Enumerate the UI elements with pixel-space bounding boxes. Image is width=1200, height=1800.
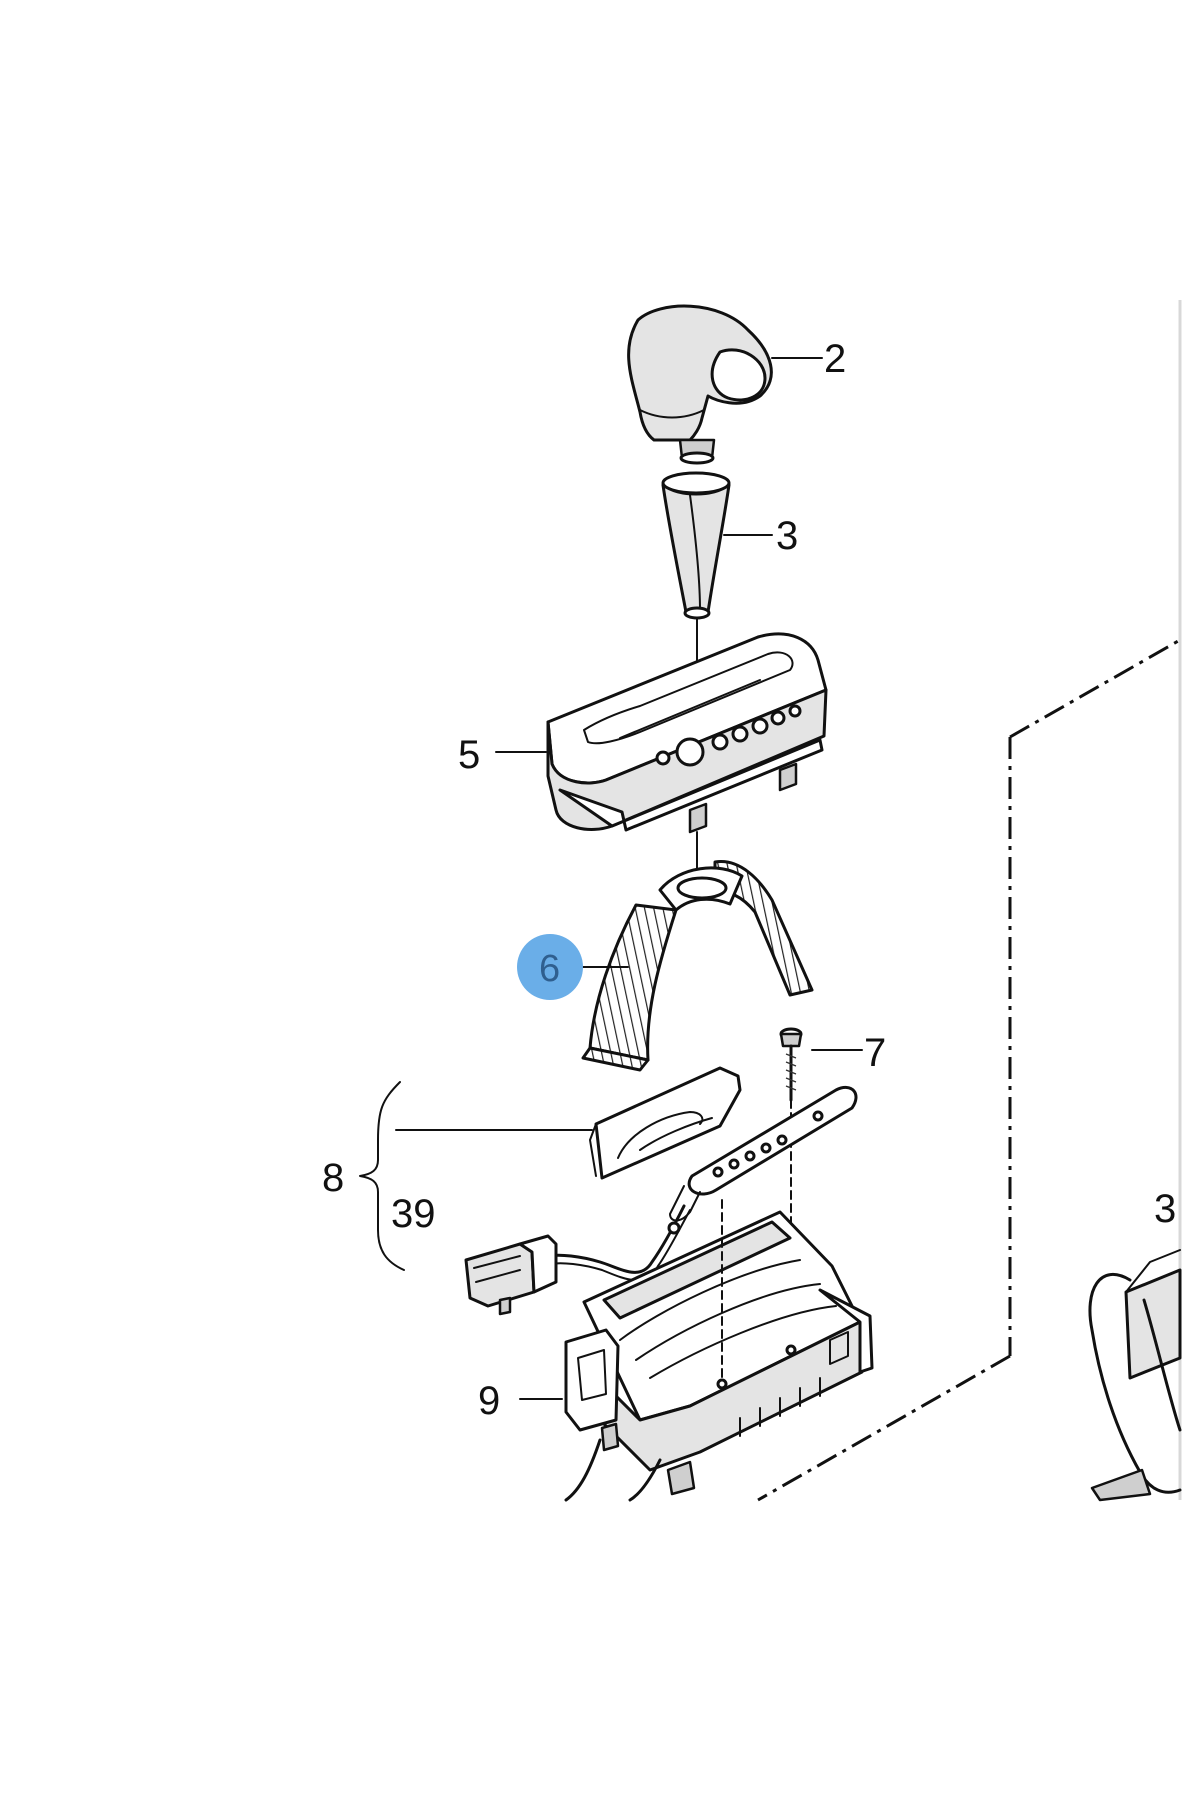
- selector-base: [564, 1199, 874, 1502]
- callout-8[interactable]: 8: [322, 1156, 344, 1200]
- gear-indicator-cover: [546, 632, 828, 886]
- console-outline: [757, 638, 1181, 1502]
- callout-39[interactable]: 39: [391, 1192, 436, 1236]
- callout-5[interactable]: 5: [458, 733, 480, 777]
- wiring-connector: [464, 1234, 558, 1316]
- shift-knob: [627, 304, 773, 465]
- callout-3-right[interactable]: 3: [1154, 1187, 1176, 1231]
- group-brace: [359, 1081, 405, 1271]
- callout-6-highlight[interactable]: 6: [517, 934, 583, 1000]
- callout-6[interactable]: 6: [539, 948, 560, 990]
- ribbed-cover-strip: [581, 860, 814, 1072]
- callout-9[interactable]: 9: [478, 1379, 500, 1423]
- callout-6-bubble[interactable]: [517, 934, 583, 1000]
- secondary-module: [1088, 1249, 1182, 1502]
- callout-2[interactable]: 2: [824, 337, 846, 381]
- callout-3[interactable]: 3: [776, 514, 798, 558]
- leader-lines: [359, 357, 863, 1400]
- gear-position-dots: [655, 704, 802, 767]
- callout-7[interactable]: 7: [864, 1031, 886, 1075]
- shift-sleeve: [661, 471, 731, 711]
- gate-plate: [589, 1066, 742, 1180]
